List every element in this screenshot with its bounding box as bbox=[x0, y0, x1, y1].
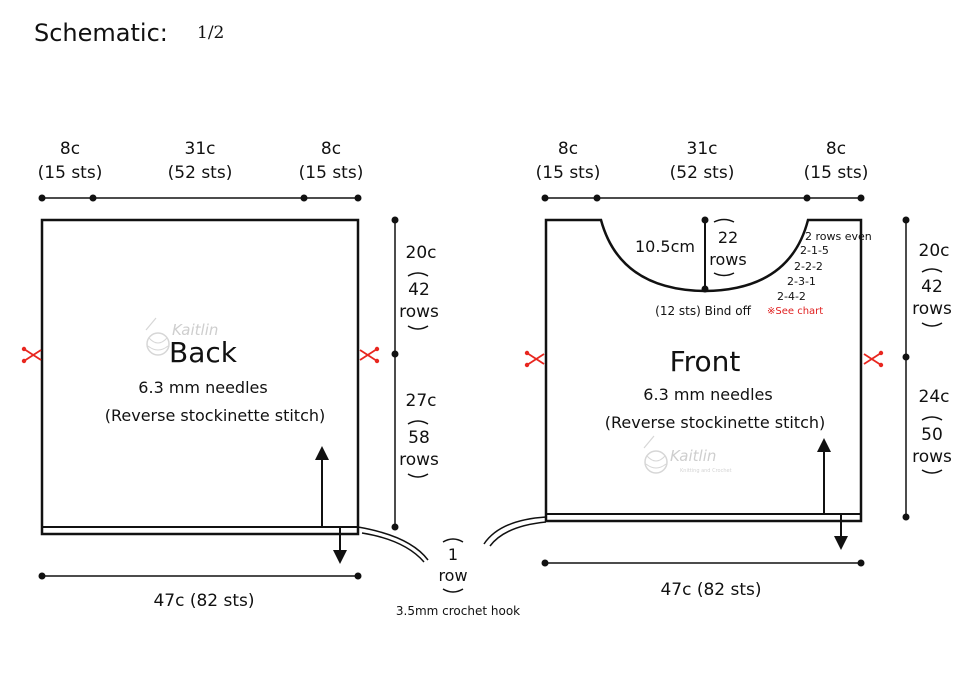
arrow-up-icon bbox=[315, 446, 329, 527]
front-right-dimension: 20c 42 rows 24c 50 rows bbox=[902, 216, 952, 521]
scissors-icon bbox=[524, 350, 545, 368]
front-top-center-cm: 31c bbox=[687, 139, 718, 159]
front-top-left-cm: 8c bbox=[558, 139, 578, 159]
front-top-right-sts: (15 sts) bbox=[804, 163, 869, 183]
arrow-down-icon bbox=[834, 514, 848, 550]
back-lower-cm: 27c bbox=[406, 391, 437, 411]
decrease-item: 2-1-5 bbox=[800, 244, 829, 257]
neck-rows-word: rows bbox=[709, 250, 746, 269]
front-watermark-text: Kaitlin bbox=[670, 447, 716, 465]
border-note: 1 row 3.5mm crochet hook bbox=[357, 516, 547, 618]
front-bottom-dimension: 47c (82 sts) bbox=[541, 559, 865, 600]
back-top-left-sts: (15 sts) bbox=[38, 163, 103, 183]
page-number: 1/2 bbox=[197, 23, 224, 43]
border-rows-word: row bbox=[438, 566, 467, 585]
back-top-center-sts: (52 sts) bbox=[168, 163, 233, 183]
back-top-right-cm: 8c bbox=[321, 139, 341, 159]
front-watermark: Kaitlin Knitting and Crochet bbox=[643, 435, 732, 474]
yarn-ball-icon bbox=[145, 317, 170, 356]
front-bottom-width: 47c (82 sts) bbox=[660, 580, 761, 600]
back-top-right-sts: (15 sts) bbox=[299, 163, 364, 183]
back-stitch: (Reverse stockinette stitch) bbox=[105, 406, 326, 425]
back-upper-rows-num: 42 bbox=[408, 280, 430, 300]
border-rows-num: 1 bbox=[448, 545, 458, 564]
front-upper-cm: 20c bbox=[919, 241, 950, 261]
decrease-list: 2 rows even 2-1-5 2-2-2 2-3-1 2-4-2 ※See… bbox=[767, 230, 872, 317]
decrease-item: 2-4-2 bbox=[777, 290, 806, 303]
yarn-ball-icon bbox=[643, 435, 668, 474]
front-panel bbox=[544, 218, 863, 523]
front-top-center-sts: (52 sts) bbox=[670, 163, 735, 183]
back-needles: 6.3 mm needles bbox=[138, 378, 267, 397]
neck-dimension: 10.5cm 22 rows bbox=[635, 216, 747, 293]
front-top-left-sts: (15 sts) bbox=[536, 163, 601, 183]
scissors-icon bbox=[21, 346, 42, 364]
back-right-dimension: 20c 42 rows 27c 58 rows bbox=[391, 216, 439, 531]
back-watermark: Kaitlin bbox=[145, 317, 218, 356]
neck-depth-cm: 10.5cm bbox=[635, 237, 695, 256]
arrow-down-icon bbox=[333, 527, 347, 564]
back-top-center-cm: 31c bbox=[185, 139, 216, 159]
front-piece: 8c (15 sts) 31c (52 sts) 8c (15 sts) 10.… bbox=[524, 139, 952, 600]
front-lower-cm: 24c bbox=[919, 387, 950, 407]
front-needles: 6.3 mm needles bbox=[643, 385, 772, 404]
back-piece: 8c (15 sts) 31c (52 sts) 8c (15 sts) Kai… bbox=[21, 139, 439, 611]
arrow-up-icon bbox=[817, 438, 831, 514]
back-lower-rows-word: rows bbox=[399, 450, 439, 470]
front-watermark-subtext: Knitting and Crochet bbox=[680, 468, 732, 474]
front-upper-rows-word: rows bbox=[912, 299, 952, 319]
decrease-item: 2 rows even bbox=[805, 230, 872, 243]
page-title: Schematic: bbox=[34, 19, 168, 47]
front-lower-rows-word: rows bbox=[912, 447, 952, 467]
neck-rows-num: 22 bbox=[718, 228, 738, 247]
back-watermark-text: Kaitlin bbox=[172, 321, 218, 339]
front-top-right-cm: 8c bbox=[826, 139, 846, 159]
front-upper-rows-num: 42 bbox=[921, 277, 943, 297]
front-lower-rows-num: 50 bbox=[921, 425, 943, 445]
back-bottom-dimension: 47c (82 sts) bbox=[38, 572, 362, 611]
front-title: Front bbox=[670, 345, 741, 378]
back-top-dimension: 8c (15 sts) 31c (52 sts) 8c (15 sts) bbox=[38, 139, 364, 202]
crochet-hook-note: 3.5mm crochet hook bbox=[396, 604, 520, 618]
back-title: Back bbox=[169, 336, 238, 369]
decrease-item: 2-2-2 bbox=[794, 260, 823, 273]
back-bottom-width: 47c (82 sts) bbox=[153, 591, 254, 611]
back-upper-cm: 20c bbox=[406, 243, 437, 263]
see-chart-note: ※See chart bbox=[767, 306, 823, 317]
back-panel bbox=[40, 218, 360, 536]
front-top-dimension: 8c (15 sts) 31c (52 sts) 8c (15 sts) bbox=[536, 139, 869, 202]
back-upper-rows-word: rows bbox=[399, 302, 439, 322]
back-lower-rows-num: 58 bbox=[408, 428, 430, 448]
bind-off-note: (12 sts) Bind off bbox=[655, 304, 751, 318]
scissors-icon bbox=[863, 350, 884, 368]
back-top-left-cm: 8c bbox=[60, 139, 80, 159]
decrease-item: 2-3-1 bbox=[787, 275, 816, 288]
front-stitch: (Reverse stockinette stitch) bbox=[605, 413, 826, 432]
scissors-icon bbox=[359, 346, 380, 364]
